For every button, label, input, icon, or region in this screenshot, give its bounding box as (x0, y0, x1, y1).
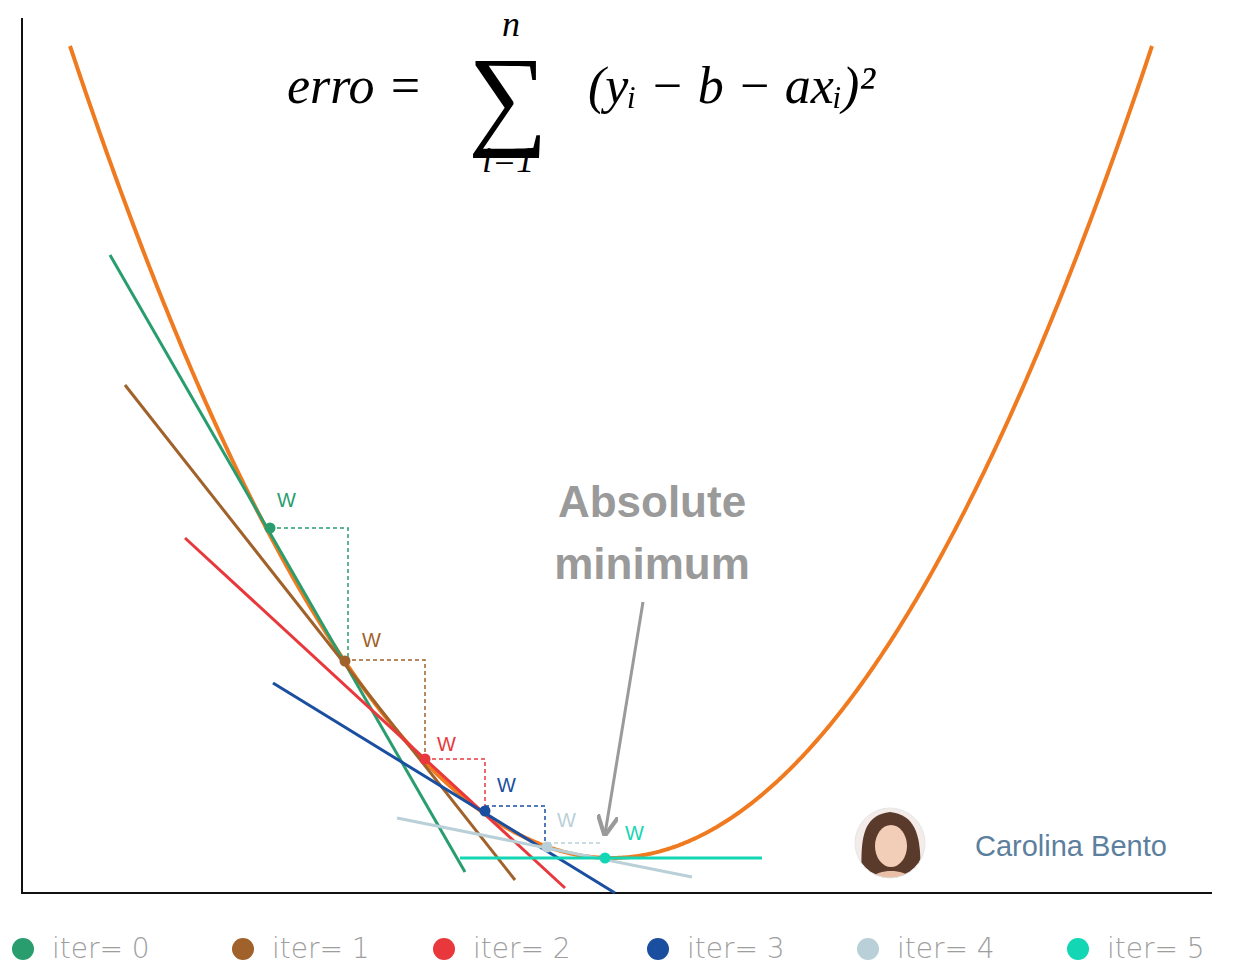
sum-upper-limit: n (502, 6, 520, 42)
error-curve-path (70, 46, 1152, 858)
formula-term: (yᵢ − b − axᵢ)² (588, 60, 875, 112)
weight-label: W (362, 630, 381, 650)
step-guide (345, 660, 425, 758)
tangent-line (273, 683, 615, 893)
tangent-line (460, 857, 762, 860)
weight-label: W (497, 775, 516, 795)
formula-lhs: erro = (287, 60, 423, 112)
step-guide (270, 528, 348, 661)
step-guide (547, 842, 603, 844)
legend-text: iter= 3 (687, 932, 785, 965)
legend-entry: iter= 0 (12, 932, 150, 965)
step-guides (270, 528, 603, 845)
legend-swatch (1067, 938, 1089, 960)
weight-point (600, 853, 611, 864)
legend-swatch (12, 938, 34, 960)
avatar-rim (855, 808, 925, 878)
weight-label: W (277, 490, 296, 510)
legend-entry: iter= 1 (232, 932, 370, 965)
error-curve (70, 46, 1152, 858)
leader-arrow (605, 602, 643, 834)
weight-point (265, 523, 276, 534)
author-avatar (855, 808, 925, 880)
legend-text: iter= 4 (897, 932, 995, 965)
weight-point (480, 806, 491, 817)
legend-entry: iter= 2 (433, 932, 571, 965)
legend-text: iter= 5 (1107, 932, 1205, 965)
x-axis (21, 892, 1212, 894)
tangent-line (185, 538, 565, 888)
legend-swatch (647, 938, 669, 960)
weight-label: W (557, 810, 576, 830)
legend-entry: iter= 3 (647, 932, 785, 965)
legend-swatch (433, 938, 455, 960)
weight-point (420, 754, 431, 765)
legend-text: iter= 0 (52, 932, 150, 965)
sum-lower-limit: i=1 (482, 142, 534, 178)
weight-point (542, 842, 553, 853)
y-axis (21, 18, 23, 894)
legend-swatch (232, 938, 254, 960)
step-guide (425, 759, 485, 810)
author-name: Carolina Bento (975, 832, 1167, 861)
weight-label: W (437, 734, 456, 754)
legend-swatch (857, 938, 879, 960)
tangent-line (125, 385, 515, 880)
legend-text: iter= 1 (272, 932, 370, 965)
avatar-hair (861, 812, 920, 880)
avatar-face (875, 825, 907, 867)
weight-label: W (625, 823, 644, 843)
sum-sign: ∑ (468, 40, 548, 152)
weight-point (340, 656, 351, 667)
annotation: Absolute minimum (517, 471, 787, 594)
legend-text: iter= 2 (473, 932, 571, 965)
legend-entry: iter= 4 (857, 932, 995, 965)
tangent-line (110, 255, 465, 872)
step-guide (485, 806, 545, 845)
legend-entry: iter= 5 (1067, 932, 1205, 965)
